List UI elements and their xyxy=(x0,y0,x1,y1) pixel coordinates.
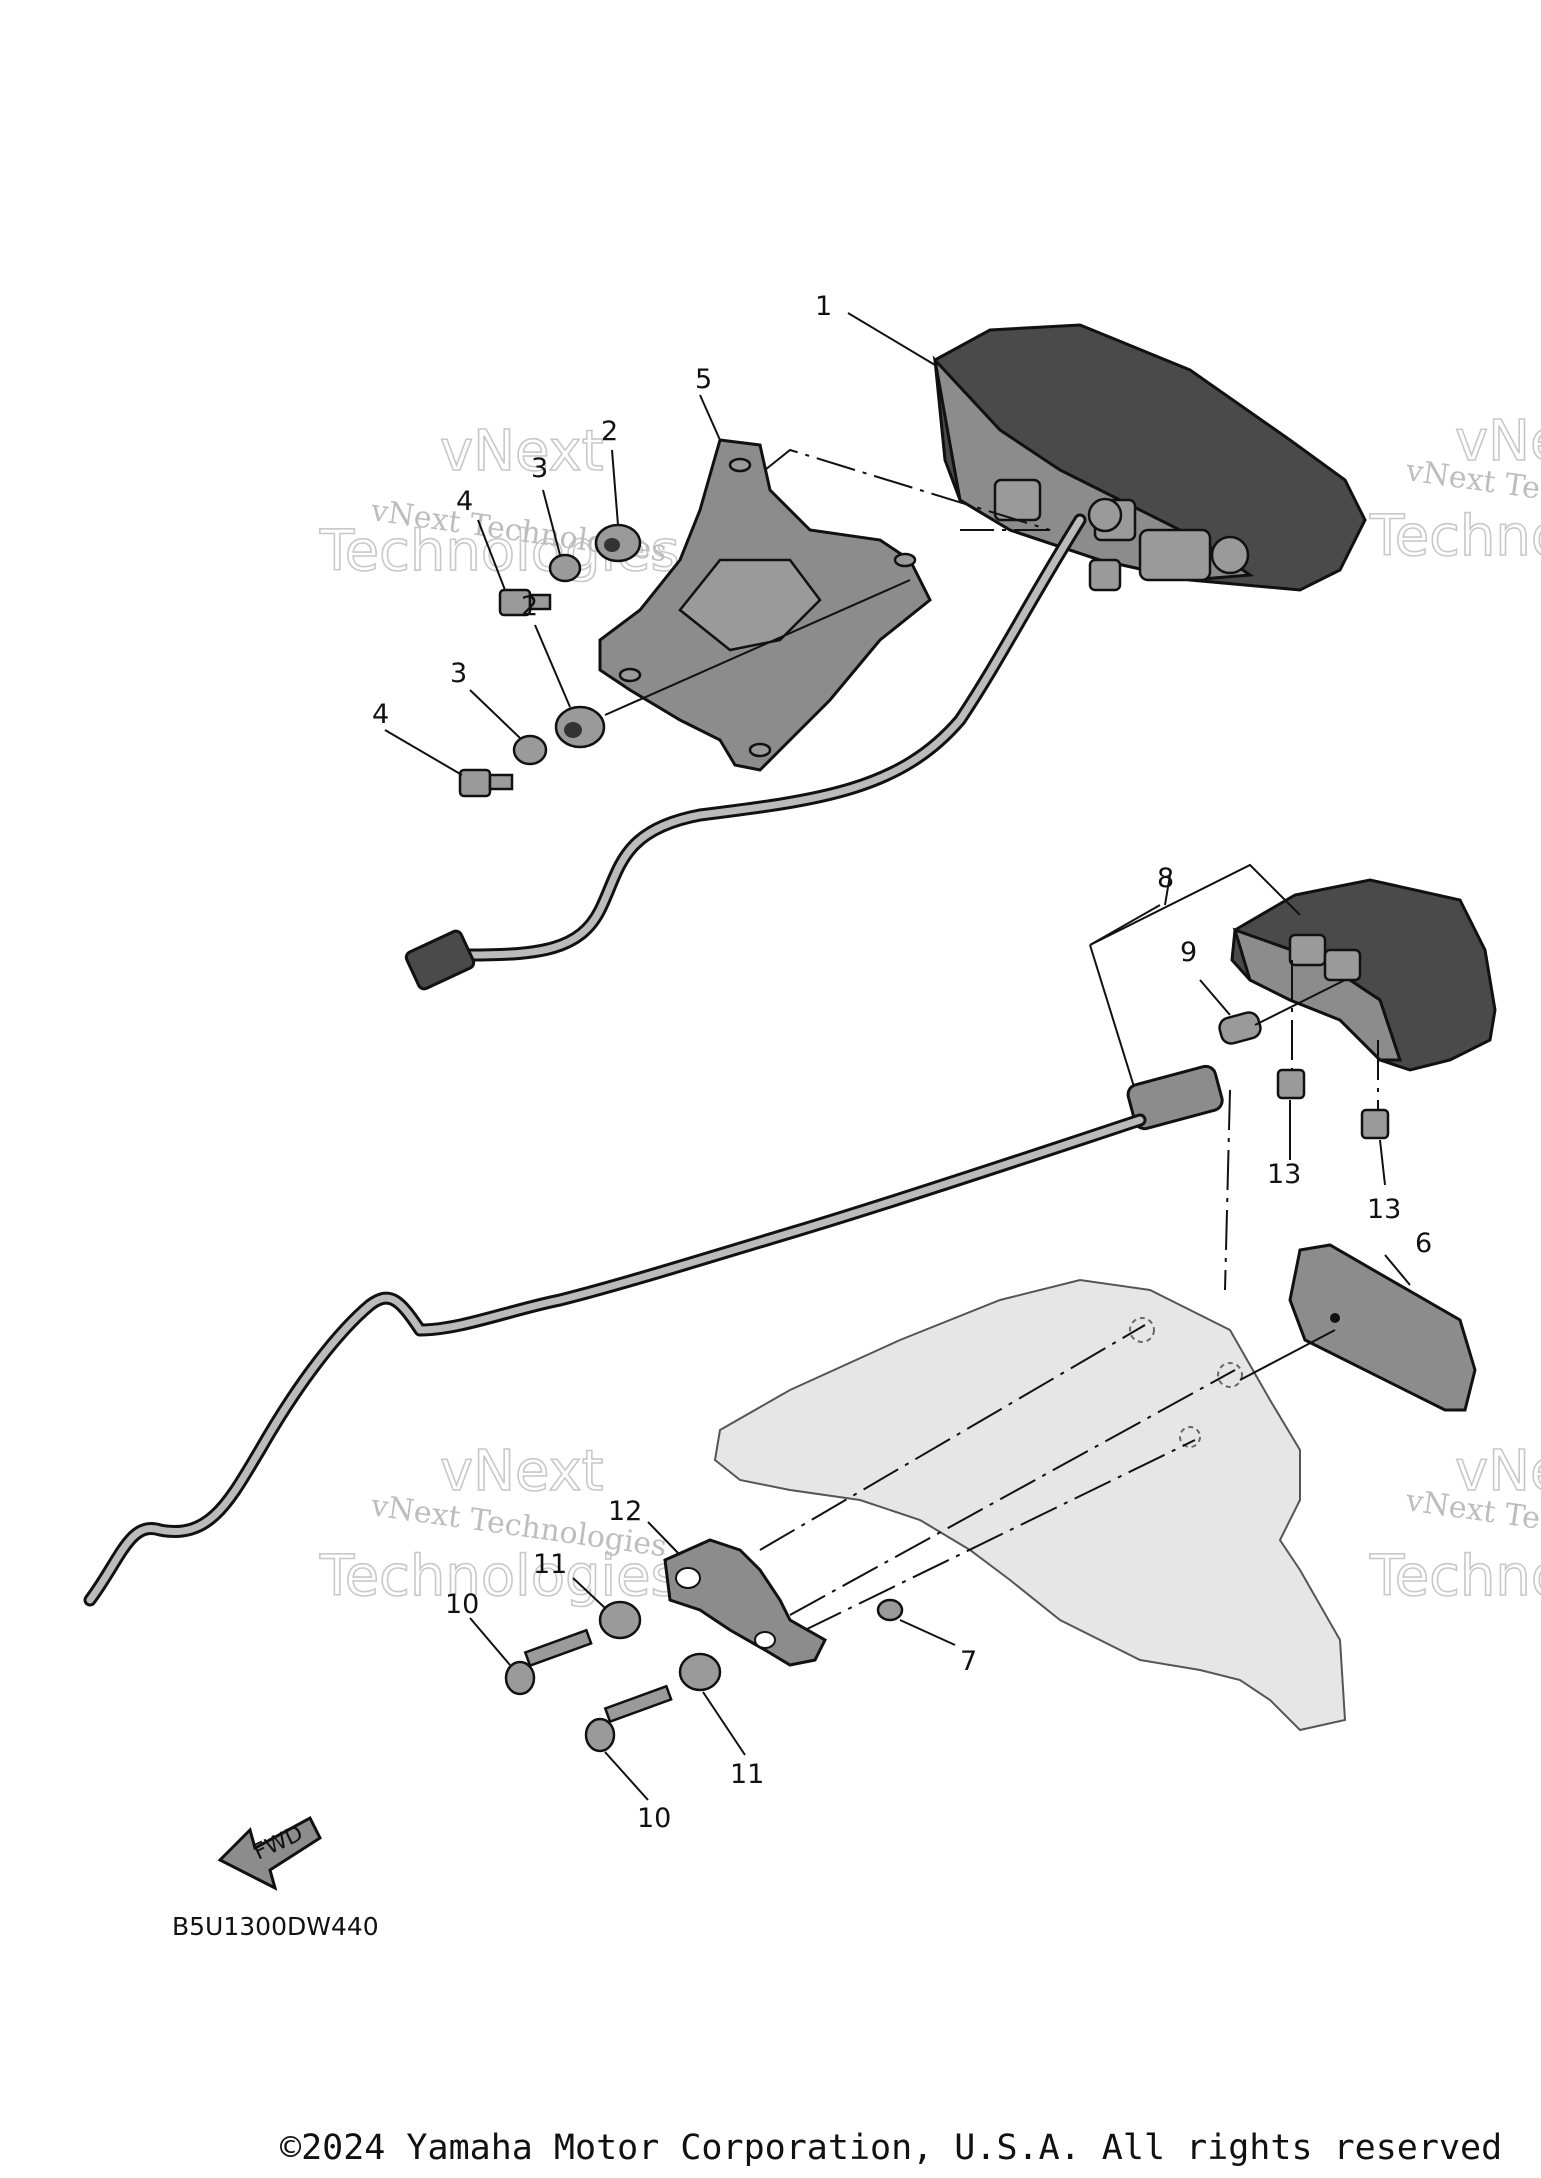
dash-fender-2 xyxy=(789,1369,1236,1616)
callout-4-upper: 4 xyxy=(456,486,473,517)
callout-3-upper: 3 xyxy=(531,453,548,484)
line-bulb-to-light xyxy=(1254,979,1346,1026)
callout-7: 7 xyxy=(960,1646,977,1677)
leader-12 xyxy=(647,1521,681,1556)
diagram-code: B5U1300DW440 xyxy=(172,1912,379,1941)
leader-3-upper xyxy=(542,489,561,556)
part-2-grommet-lower xyxy=(554,705,606,749)
part-8-tail-light xyxy=(1230,878,1497,1072)
leader-4-lower xyxy=(384,729,463,776)
leader-8-mid xyxy=(1089,904,1161,946)
leader-11-lower xyxy=(702,1691,746,1756)
callout-13-left: 13 xyxy=(1267,1159,1301,1190)
watermark-big-bottom: Technologies xyxy=(1369,1544,1541,1609)
watermark-big-top: vNext xyxy=(1455,1439,1541,1504)
part-9-bulb xyxy=(1218,1011,1262,1045)
watermark-bottom-right: vNext Technologies vNext Technologies xyxy=(1368,1438,1541,1610)
callout-10-lower: 10 xyxy=(637,1803,671,1834)
callout-11-upper: 11 xyxy=(533,1549,567,1580)
leader-2-upper xyxy=(611,449,619,526)
callout-4-lower: 4 xyxy=(372,699,389,730)
watermark-top-right: vNext Technologies vNext Technologies xyxy=(1368,408,1541,570)
callout-2-upper: 2 xyxy=(601,416,618,447)
watermark-big-top: vNext xyxy=(440,1439,604,1504)
leader-7 xyxy=(899,1619,956,1646)
dash-fender-1 xyxy=(759,1324,1146,1551)
fwd-arrow-icon: FWD xyxy=(217,1815,322,1891)
part-3-collar-upper xyxy=(548,553,582,583)
callout-13-right: 13 xyxy=(1367,1194,1401,1225)
leader-3-lower xyxy=(469,689,521,739)
tail-light-wire-harness xyxy=(83,1064,1224,1607)
callout-6: 6 xyxy=(1415,1228,1432,1259)
callout-3-lower: 3 xyxy=(450,658,467,689)
copyright-notice: ©2024 Yamaha Motor Corporation, U.S.A. A… xyxy=(280,2128,1503,2168)
callout-11-lower: 11 xyxy=(730,1759,764,1790)
part-5-bracket xyxy=(598,438,932,772)
leader-9 xyxy=(1199,979,1231,1016)
part-10-bolt-upper xyxy=(504,1628,593,1696)
dash-13-down xyxy=(1224,1089,1231,1291)
leader-8-bracket xyxy=(1089,863,1301,946)
part-7-screw xyxy=(876,1598,904,1622)
leader-13-right xyxy=(1379,1139,1386,1186)
dash-line-5 xyxy=(764,448,1051,531)
callout-10-upper: 10 xyxy=(445,1589,479,1620)
rear-fender xyxy=(713,1278,1347,1732)
callout-1: 1 xyxy=(815,291,832,322)
callout-12: 12 xyxy=(608,1496,642,1527)
callout-9: 9 xyxy=(1180,937,1197,968)
part-13-clip-right xyxy=(1360,1108,1390,1140)
part-13-clip-left xyxy=(1276,1068,1306,1100)
part-10-bolt-lower xyxy=(584,1684,673,1753)
callout-5: 5 xyxy=(695,364,712,395)
part-4-bolt-lower xyxy=(458,768,514,798)
leader-2-lower xyxy=(534,624,571,708)
watermark-big-bottom: Technologies xyxy=(319,1544,680,1609)
leader-5 xyxy=(699,394,721,441)
part-11-collar-upper xyxy=(598,1600,642,1640)
leader-10-lower xyxy=(604,1751,649,1801)
leader-1 xyxy=(847,312,936,366)
part-1-meter-assembly xyxy=(932,323,1367,592)
watermark-big-top: vNext xyxy=(1455,409,1541,474)
part-2-grommet-upper xyxy=(594,523,642,563)
part-4-bolt-upper xyxy=(498,588,552,617)
leader-6 xyxy=(1384,1254,1411,1286)
callout-8: 8 xyxy=(1157,863,1174,894)
meter-wire-harness xyxy=(404,513,1087,991)
part-12-lower-bracket xyxy=(663,1538,827,1667)
part-6-reflector xyxy=(1288,1243,1477,1412)
watermark-big-top: vNext xyxy=(440,419,604,484)
leader-11-upper xyxy=(572,1577,606,1609)
line-fender-reflector xyxy=(1239,1329,1336,1381)
watermark-big-bottom: Technologies xyxy=(1369,504,1541,569)
leader-10-upper xyxy=(469,1617,511,1666)
part-3-collar-lower xyxy=(512,734,548,766)
leader-4-upper xyxy=(477,519,506,591)
callout-2-lower: 2 xyxy=(521,591,538,622)
leader-8-left xyxy=(1089,944,1136,1091)
line-bracket-lower xyxy=(604,579,911,716)
leader-8-top xyxy=(1164,874,1171,906)
part-11-collar-lower xyxy=(678,1652,722,1692)
dash-fender-3 xyxy=(804,1439,1196,1631)
